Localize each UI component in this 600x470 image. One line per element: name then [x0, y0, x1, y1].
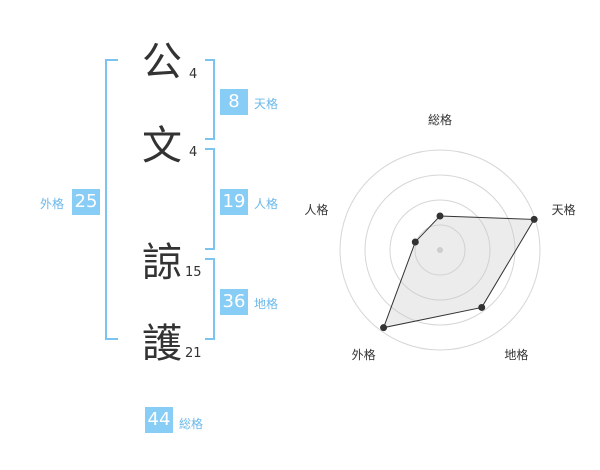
stroke-count-3: 15 [185, 265, 202, 280]
radar-area [382, 215, 536, 329]
jinkaku-bracket [205, 148, 215, 250]
radar-point-1 [436, 212, 444, 220]
radar-ring-4 [339, 149, 541, 351]
name-char-2: 文 [142, 123, 182, 169]
stroke-count-4: 21 [185, 346, 202, 361]
brackets [105, 59, 215, 340]
jinkaku-label: 人格 [254, 197, 279, 211]
name-char-4: 護 [142, 321, 182, 367]
chikaku-value: 36 [220, 289, 248, 315]
radar-axis-label-3: 地格 [504, 347, 528, 362]
radar-axis-label-1: 総格 [428, 112, 452, 127]
radar-ring-3 [364, 174, 516, 326]
tenkaku-bracket [205, 59, 215, 140]
tenkaku-value: 8 [220, 89, 248, 115]
chikaku-bracket [205, 258, 215, 340]
radar-ring-1 [414, 224, 466, 276]
name-char-3: 諒 [142, 240, 182, 286]
soukaku-label: 総格 [179, 417, 204, 431]
tenkaku-label: 天格 [254, 97, 279, 111]
gaikaku-bracket [105, 59, 118, 340]
chikaku-label: 地格 [254, 297, 279, 311]
radar-point-5 [411, 238, 419, 246]
radar-point-2 [530, 215, 538, 223]
gaikaku-label: 外格 [40, 197, 65, 211]
jinkaku-value: 19 [220, 189, 248, 215]
radar-point-3 [478, 303, 486, 311]
stroke-count-2: 4 [189, 145, 198, 160]
radar-axis-label-4: 外格 [352, 347, 376, 362]
radar-ring-2 [389, 199, 491, 301]
name-char-1: 公 [142, 39, 182, 85]
radar-axis-label-2: 天格 [552, 202, 576, 217]
radar-axis-label-5: 人格 [304, 202, 328, 217]
radar-point-4 [380, 324, 388, 332]
radar-center [437, 247, 443, 253]
soukaku-value: 44 [145, 407, 173, 433]
stroke-count-1: 4 [189, 67, 198, 82]
gaikaku-value: 25 [72, 189, 100, 215]
